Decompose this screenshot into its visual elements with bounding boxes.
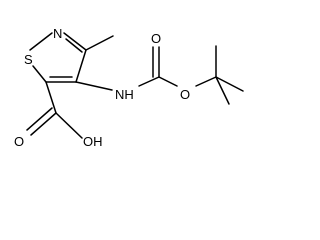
bond-c5-acid-c (45, 81, 57, 114)
bond-acid-c-oh (55, 112, 83, 139)
bond-c5-s (32, 65, 47, 83)
bond-acid-c-o-double (26, 107, 53, 131)
chemical-structure-diagram: S N NH O O O OH (14, 26, 244, 149)
bond-n-c3-double (65, 38, 83, 53)
bond-c4-nh (75, 81, 113, 91)
bond-s-n (29, 32, 53, 51)
atom-label-ester-oxygen: O (180, 87, 190, 102)
atom-label-acid-hydroxyl: OH (83, 134, 103, 149)
bond-c3-methyl (85, 35, 114, 51)
bond-carbonyl-c-ester-o (158, 76, 178, 87)
atom-label-sulfur: S (24, 52, 33, 67)
bond-tbu-c-methyl-down (215, 76, 230, 105)
atom-label-amide-nitrogen: NH (115, 87, 134, 102)
atom-label-carbonyl-oxygen: O (151, 31, 161, 46)
bond-nh-carbonyl-c (138, 76, 160, 87)
bond-tbu-c-methyl-right (215, 76, 244, 92)
bond-c3-c4 (75, 49, 87, 83)
bond-n-c3 (63, 32, 87, 51)
bond-acid-c-o (30, 112, 57, 136)
atom-label-acid-carbonyl-oxygen: O (14, 134, 24, 149)
bond-ester-o-tbu-c (195, 76, 217, 87)
atom-label-ring-nitrogen: N (53, 26, 62, 41)
